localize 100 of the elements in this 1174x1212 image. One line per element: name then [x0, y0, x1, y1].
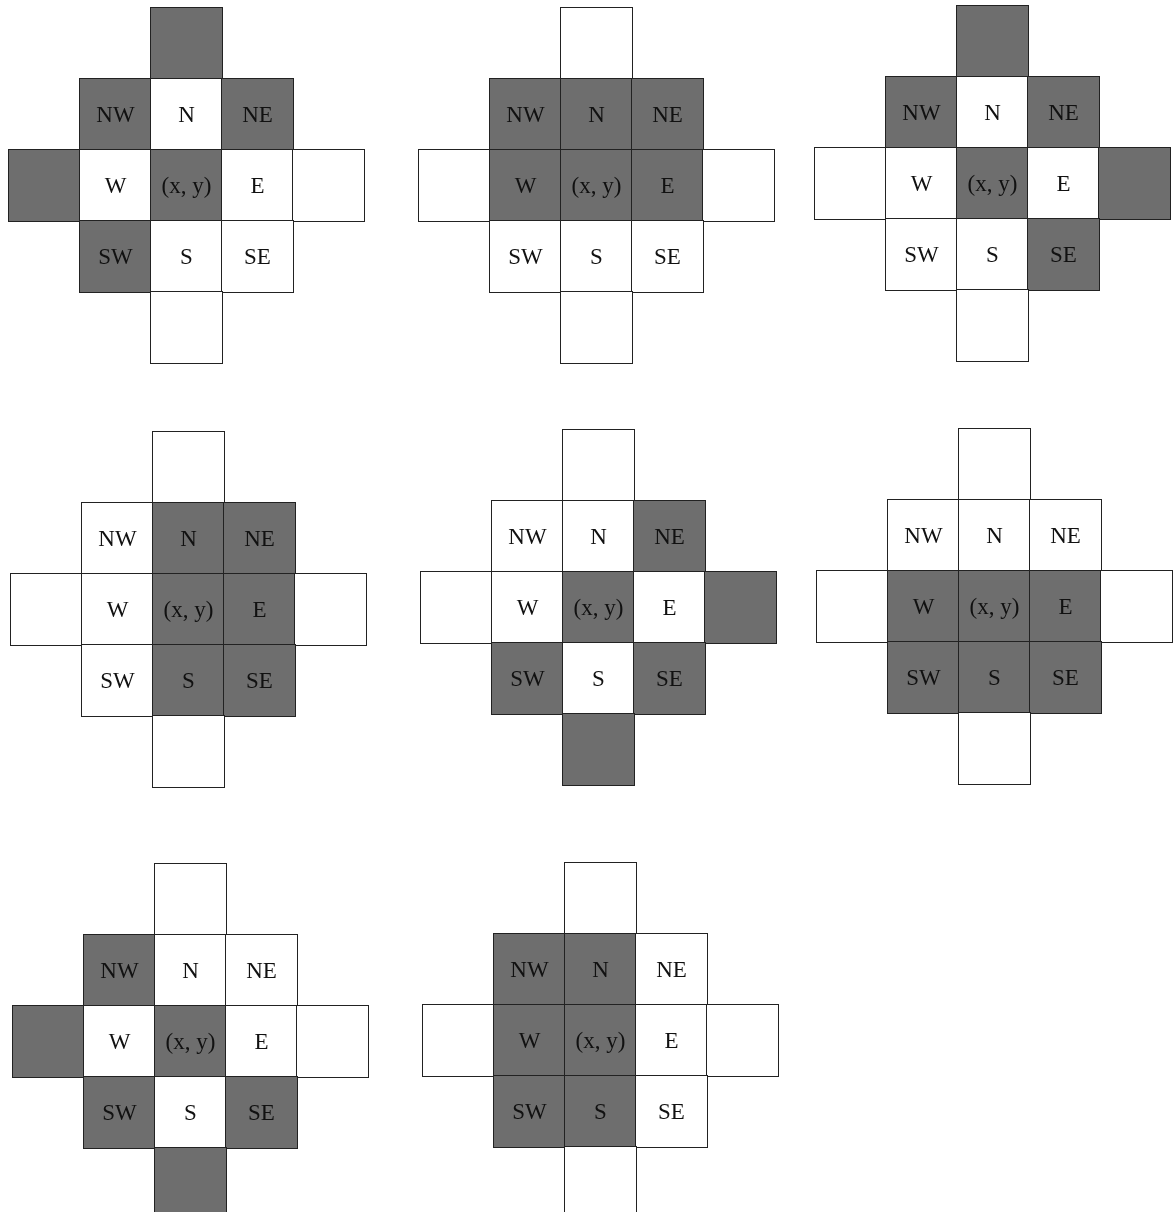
grid-cell: NE: [631, 78, 704, 151]
grid-cell: E: [225, 1005, 298, 1078]
grid-cell: (x, y): [562, 571, 635, 644]
grid-cell: [816, 570, 889, 643]
grid-cell: [564, 862, 637, 935]
grid-cell: E: [1027, 147, 1100, 220]
grid-cell: N: [562, 500, 635, 573]
grid-cell: [814, 147, 887, 220]
grid-cell: E: [1029, 570, 1102, 643]
grid-cell: N: [154, 934, 227, 1007]
grid-cell: N: [150, 78, 223, 151]
grid-cell: W: [81, 573, 154, 646]
grid-cell: SW: [79, 220, 152, 293]
grid-cell: NE: [635, 933, 708, 1006]
grid-cell: [562, 713, 635, 786]
grid-cell: NE: [221, 78, 294, 151]
grid-cell: N: [152, 502, 225, 575]
grid-cell: S: [564, 1075, 637, 1148]
grid-cell: [1098, 147, 1171, 220]
grid-cell: S: [560, 220, 633, 293]
grid-cell: [152, 715, 225, 788]
grid-cell: N: [956, 76, 1029, 149]
grid-cell: SW: [81, 644, 154, 717]
grid-cell: SW: [885, 218, 958, 291]
grid-cell: [958, 428, 1031, 501]
grid-cell: [10, 573, 83, 646]
grid-cell: E: [633, 571, 706, 644]
grid-cell: SW: [489, 220, 562, 293]
grid-cell: E: [223, 573, 296, 646]
grid-cell: SW: [491, 642, 564, 715]
grid-cell: W: [83, 1005, 156, 1078]
grid-cell: [422, 1004, 495, 1077]
grid-cell: [292, 149, 365, 222]
grid-cell: NW: [491, 500, 564, 573]
grid-cell: [562, 429, 635, 502]
grid-cell: (x, y): [564, 1004, 637, 1077]
grid-cell: NW: [489, 78, 562, 151]
grid-cell: NW: [887, 499, 960, 572]
grid-cell: [704, 571, 777, 644]
grid-cell: S: [956, 218, 1029, 291]
grid-cell: N: [560, 78, 633, 151]
grid-cell: W: [79, 149, 152, 222]
grid-cell: [564, 1146, 637, 1212]
grid-cell: N: [958, 499, 1031, 572]
grid-cell: SW: [887, 641, 960, 714]
grid-cell: SE: [1029, 641, 1102, 714]
grid-cell: [296, 1005, 369, 1078]
grid-cell: [418, 149, 491, 222]
grid-cell: (x, y): [152, 573, 225, 646]
grid-cell: S: [958, 641, 1031, 714]
grid-cell: SE: [225, 1076, 298, 1149]
grid-cell: [706, 1004, 779, 1077]
grid-cell: SE: [221, 220, 294, 293]
grid-cell: NW: [81, 502, 154, 575]
grid-cell: [560, 7, 633, 80]
grid-cell: (x, y): [154, 1005, 227, 1078]
grid-cell: [956, 289, 1029, 362]
grid-cell: [8, 149, 81, 222]
grid-cell: [154, 1147, 227, 1212]
grid-cell: W: [887, 570, 960, 643]
grid-cell: [420, 571, 493, 644]
grid-cell: SE: [631, 220, 704, 293]
grid-cell: E: [635, 1004, 708, 1077]
grid-cell: W: [489, 149, 562, 222]
grid-cell: (x, y): [560, 149, 633, 222]
grid-cell: NW: [83, 934, 156, 1007]
grid-cell: [560, 291, 633, 364]
grid-cell: [152, 431, 225, 504]
grid-cell: NW: [493, 933, 566, 1006]
grid-cell: [150, 7, 223, 80]
grid-cell: SE: [635, 1075, 708, 1148]
grid-cell: [150, 291, 223, 364]
grid-cell: SW: [83, 1076, 156, 1149]
grid-cell: [1100, 570, 1173, 643]
grid-cell: [956, 5, 1029, 78]
grid-cell: [702, 149, 775, 222]
grid-cell: S: [152, 644, 225, 717]
grid-cell: SW: [493, 1075, 566, 1148]
grid-cell: [294, 573, 367, 646]
grid-cell: S: [562, 642, 635, 715]
grid-cell: SE: [633, 642, 706, 715]
grid-cell: NE: [223, 502, 296, 575]
grid-cell: E: [221, 149, 294, 222]
grid-cell: NE: [1029, 499, 1102, 572]
grid-cell: SE: [223, 644, 296, 717]
grid-cell: [958, 712, 1031, 785]
grid-cell: NE: [225, 934, 298, 1007]
grid-cell: (x, y): [956, 147, 1029, 220]
grid-cell: W: [493, 1004, 566, 1077]
grid-cell: SE: [1027, 218, 1100, 291]
grid-cell: NW: [885, 76, 958, 149]
grid-cell: E: [631, 149, 704, 222]
grid-cell: NE: [633, 500, 706, 573]
grid-cell: S: [150, 220, 223, 293]
grid-cell: [154, 863, 227, 936]
grid-cell: S: [154, 1076, 227, 1149]
grid-cell: (x, y): [958, 570, 1031, 643]
grid-cell: N: [564, 933, 637, 1006]
grid-cell: NW: [79, 78, 152, 151]
grid-cell: NE: [1027, 76, 1100, 149]
